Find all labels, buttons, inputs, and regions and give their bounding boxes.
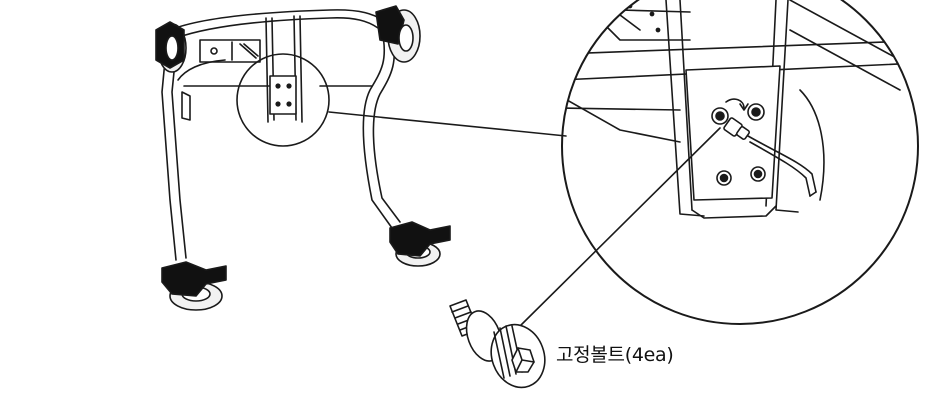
bolt-leader-line bbox=[517, 127, 721, 329]
bolt-callout-label: 고정볼트(4ea) bbox=[556, 344, 674, 366]
zoom-detail-circle bbox=[561, 0, 919, 325]
caster-top-left bbox=[155, 21, 187, 73]
stand-frame bbox=[161, 9, 401, 261]
detail-view bbox=[562, 0, 918, 219]
zoom-source-circle bbox=[236, 53, 330, 147]
caster-bottom-right bbox=[389, 221, 451, 267]
caster-bottom-left bbox=[161, 261, 227, 311]
zoom-leader-line bbox=[328, 111, 567, 137]
hex-socket-bolt bbox=[449, 299, 546, 389]
caster-top-right bbox=[375, 5, 421, 63]
